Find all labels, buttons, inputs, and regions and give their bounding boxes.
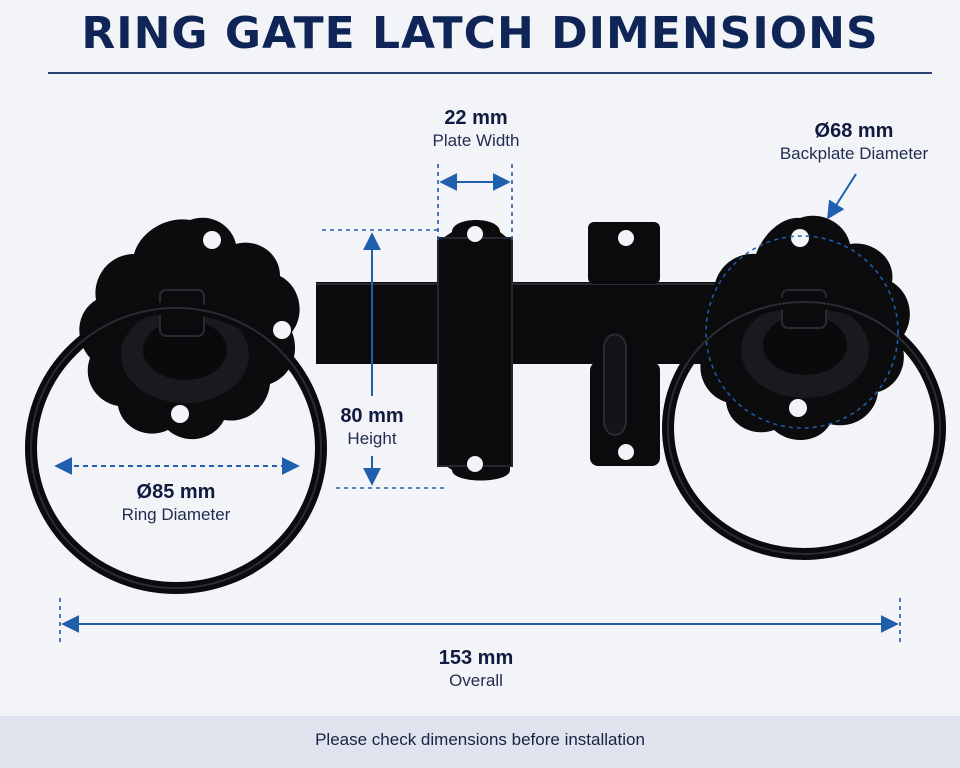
title-divider [48,72,932,74]
latch-bar [316,282,736,364]
right-screw-hole-top [791,229,809,247]
left-screw-hole-right [273,321,291,339]
left-ring-highlight [30,307,322,589]
overall-name: Overall [449,671,503,690]
ring-diameter-label: Ø85 mm Ring Diameter [122,480,231,526]
backplate-leader-arrow [827,173,857,220]
height-name: Height [347,429,397,448]
height-label: 80 mm Height [340,404,403,450]
right-boss-inner [763,315,847,375]
overall-value: 153 mm [438,647,514,669]
backplate-diameter-value: Ø68 mm [814,120,894,142]
height-value: 80 mm [340,405,404,427]
plate-width-name: Plate Width [432,131,520,150]
latch-catch [603,333,627,436]
right-ring-assembly [662,215,946,560]
right-screw-hole-bottom [789,399,807,417]
footer-note: Please check dimensions before installat… [315,730,645,749]
left-screw-hole-bottom [171,405,189,423]
plate-width-label: 22 mm Plate Width [433,106,520,152]
left-screw-hole-top [203,231,221,249]
backplate-diameter-circle [705,235,899,429]
bracket-hole-bottom [618,444,634,460]
keeper-hole-top [467,226,483,242]
right-bracket-top [588,222,660,284]
dimension-lines [54,164,901,646]
footer-bar: Please check dimensions before installat… [0,716,960,768]
ring-diameter-value: Ø85 mm [136,481,216,503]
bracket-hole-top [618,230,634,246]
latch-diagram [25,164,946,646]
left-ring-assembly [25,217,327,594]
backplate-diameter-label: Ø68 mm Backplate Diameter [780,119,928,165]
keeper-hole-bottom [467,456,483,472]
ring-diameter-name: Ring Diameter [121,505,231,524]
backplate-diameter-name: Backplate Diameter [779,144,929,163]
page-title: RING GATE LATCH DIMENSIONS [81,8,879,59]
plate-width-value: 22 mm [444,107,508,129]
right-ring-hinge [781,289,827,329]
center-keeper-body [437,237,513,467]
latch-bar-assembly [316,220,736,481]
right-ring-highlight [667,301,941,555]
overall-label: 153 mm Overall [439,646,514,692]
